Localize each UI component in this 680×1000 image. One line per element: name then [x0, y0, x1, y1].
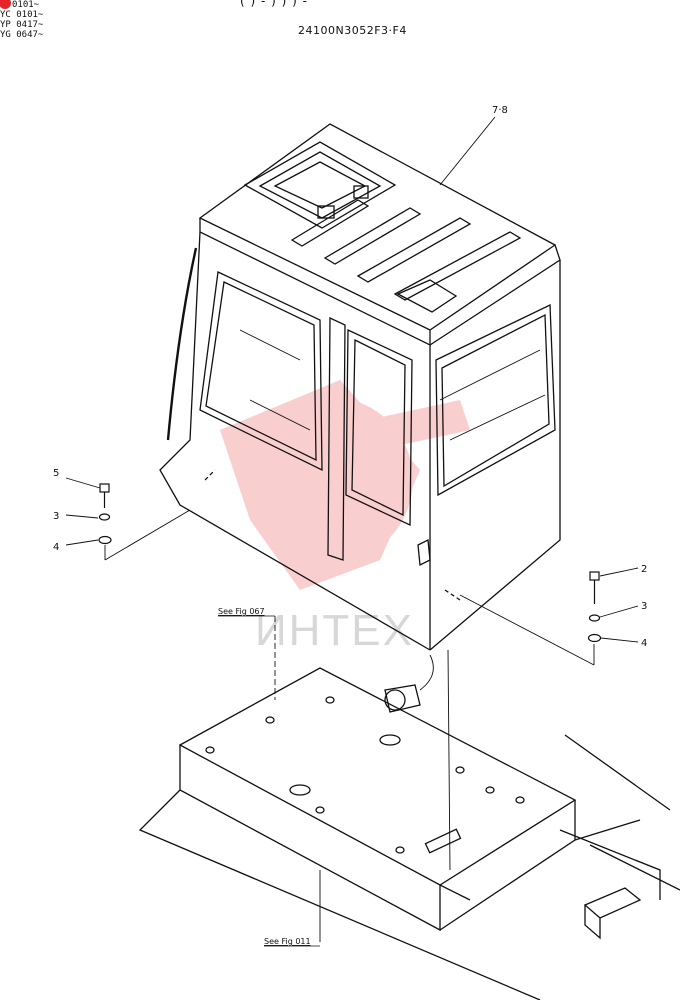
callout-cab: 7·8 [492, 105, 508, 116]
callout-plate-left: 4 [53, 542, 59, 553]
serial-line: YP 0417~ [0, 20, 44, 30]
cab-left-side [159, 231, 431, 651]
cropped-title: ( ) - ) ) ) - [240, 0, 308, 8]
bolt-head [589, 571, 600, 581]
right-fastener-stack [587, 571, 602, 643]
floor-plate [178, 667, 577, 886]
watermark-logo [220, 380, 470, 590]
callout-washer-right: 3 [641, 601, 647, 612]
watermark-text: ИНТЕХ [255, 606, 414, 655]
document-code: 24100N3052F3·F4 [298, 24, 407, 37]
leader-lines [65, 116, 639, 942]
serial-line: YC 0101~ [0, 10, 44, 20]
cab-assembly [159, 123, 561, 651]
serial-number-list: 0101~ YC 0101~ YP 0417~ YG 0647~ [0, 0, 43, 40]
roof-hatch [243, 141, 397, 229]
door-window [345, 328, 413, 527]
serial-line: YG 0647~ [0, 30, 44, 40]
plate [587, 633, 602, 643]
mounting-platform [138, 667, 680, 1000]
side-window [199, 271, 323, 472]
reference-fig-lower: See Fig 011 [264, 937, 311, 946]
callout-bolt-left: 5 [53, 468, 59, 479]
serial-line: 0101~ [12, 0, 40, 10]
plate [98, 535, 112, 545]
washer [98, 513, 111, 521]
marker-dot [0, 0, 11, 9]
callout-bolt-right: 2 [641, 564, 647, 575]
left-fastener-stack [98, 483, 112, 545]
callout-washer-left: 3 [53, 511, 59, 522]
cab-right-side [429, 260, 561, 651]
callout-plate-right: 4 [641, 638, 647, 649]
front-window [435, 303, 556, 497]
door-frame [327, 316, 346, 561]
reference-fig-upper: See Fig 067 [218, 607, 265, 616]
bolt-head [99, 483, 110, 493]
washer [588, 614, 601, 622]
